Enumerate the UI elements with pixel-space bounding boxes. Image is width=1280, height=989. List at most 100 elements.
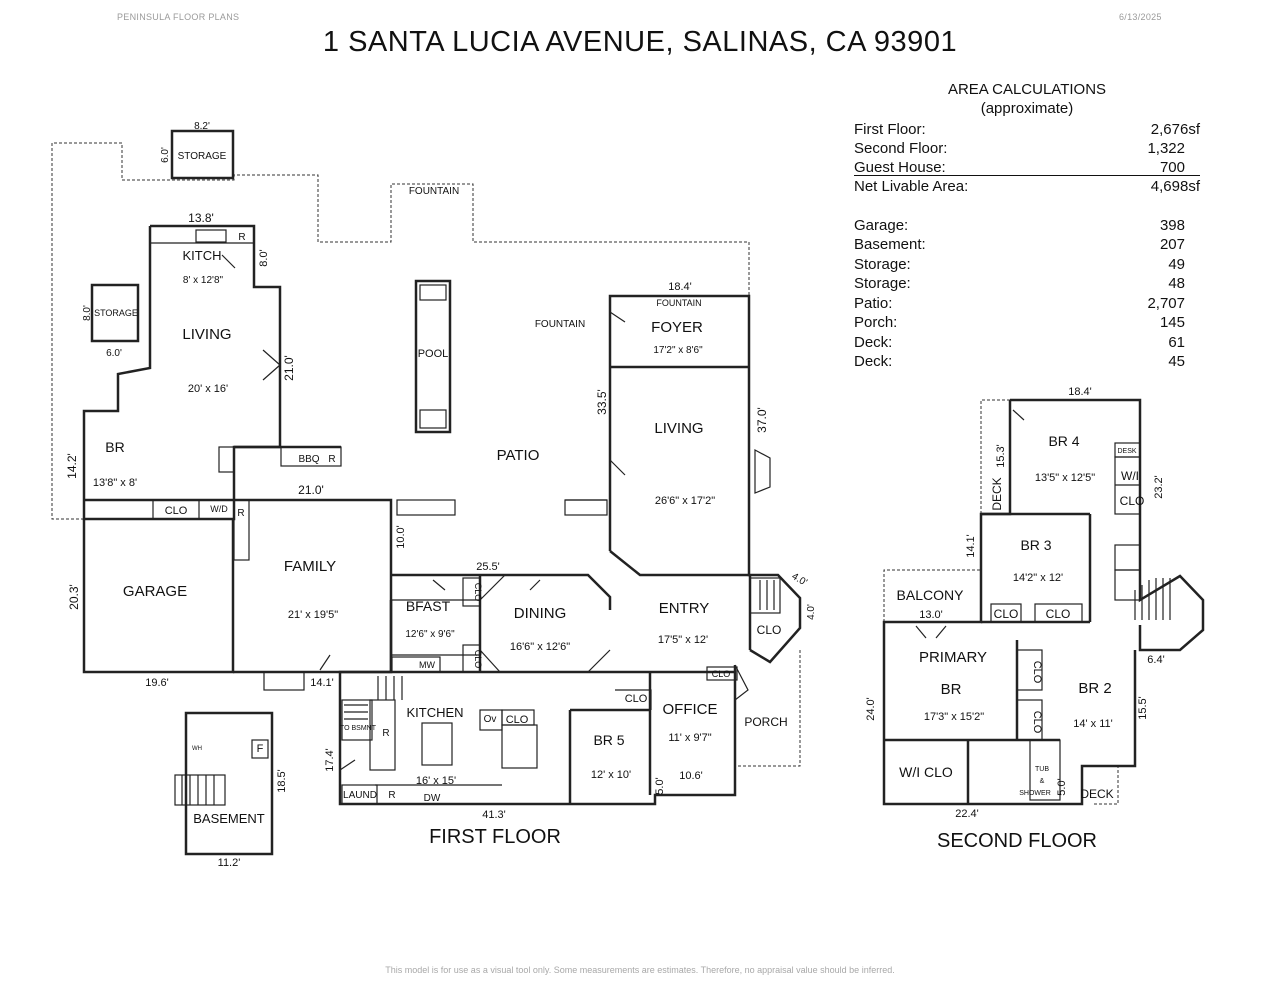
area-row-value: 207 bbox=[1159, 236, 1185, 253]
area-row-label: Second Floor: bbox=[854, 140, 948, 157]
area-row: Basement:207 bbox=[854, 235, 1200, 254]
office-label: OFFICE bbox=[663, 701, 718, 718]
dim-label: 41.3' bbox=[482, 809, 506, 821]
dim-label: 13.8' bbox=[188, 211, 214, 225]
dim-label: 37.0' bbox=[755, 407, 769, 433]
br2-dims: 14' x 11' bbox=[1073, 718, 1112, 730]
to-bsmnt-label: TO BSMNT bbox=[340, 725, 377, 732]
br3-clo2-label: CLO bbox=[1046, 607, 1071, 621]
br3-label: BR 3 bbox=[1020, 537, 1051, 553]
laund-label: LAUND bbox=[343, 790, 377, 801]
dining-label: DINING bbox=[514, 605, 567, 622]
area-row: Garage: 398 bbox=[854, 216, 1200, 235]
area-row: Second Floor:1,322 bbox=[854, 139, 1200, 158]
room-labels: STORAGE STORAGE FOUNTAIN FOUNTAIN FOUNTA… bbox=[93, 151, 1144, 852]
dim-label: 4.0' bbox=[790, 571, 809, 588]
primary-clo-label: CLO bbox=[1031, 661, 1043, 684]
dim-label: 14.1' bbox=[310, 677, 334, 689]
disclaimer-text: This model is for use as a visual tool o… bbox=[385, 965, 895, 975]
first-floor-label: FIRST FLOOR bbox=[429, 826, 561, 848]
fountain-top-label: FOUNTAIN bbox=[409, 186, 459, 197]
br5-dims: 12' x 10' bbox=[591, 769, 631, 781]
dim-label: 10.6' bbox=[679, 770, 703, 782]
area-row-label: Deck: bbox=[854, 353, 893, 370]
area-row: Storage:48 bbox=[854, 274, 1200, 293]
kitchen-dims: 16' x 15' bbox=[416, 775, 456, 787]
dim-label: 8.0' bbox=[258, 249, 270, 266]
guest-clo-label: CLO bbox=[165, 505, 188, 517]
dim-label: 21.0' bbox=[282, 355, 296, 381]
kitch-dims: 8' x 12'8" bbox=[183, 275, 224, 286]
living-dims: 26'6" x 17'2" bbox=[655, 495, 715, 507]
guest-living-label: LIVING bbox=[182, 326, 231, 343]
dim-label: 11.2' bbox=[218, 857, 241, 869]
area-row-label: Net Livable Area: bbox=[854, 178, 969, 195]
date-label: 6/13/2025 bbox=[1119, 12, 1162, 22]
first-floor-walls bbox=[82, 129, 802, 856]
dining-dims: 16'6" x 12'6" bbox=[510, 641, 570, 653]
area-row-label: Patio: bbox=[854, 295, 893, 312]
second-floor-interior bbox=[990, 442, 1171, 801]
mw-label: MW bbox=[419, 660, 435, 670]
total-rule bbox=[854, 175, 1200, 176]
wi-clo-label: W/I CLO bbox=[899, 764, 953, 780]
storage-left-label: STORAGE bbox=[94, 308, 138, 318]
area-row: Net Livable Area:4,698sf bbox=[854, 177, 1200, 196]
area-row-value: 61 bbox=[1168, 334, 1185, 351]
entry-label: ENTRY bbox=[659, 600, 710, 617]
water-heater-label: WH bbox=[192, 746, 202, 752]
dim-label: 6.0' bbox=[106, 348, 122, 359]
area-row-value: 398 bbox=[1159, 217, 1185, 234]
tub-amp-label: & bbox=[1040, 778, 1045, 785]
dim-label: 18.4' bbox=[668, 281, 692, 293]
br-guest-dims: 13'8" x 8' bbox=[93, 477, 137, 489]
area-row: Deck:61 bbox=[854, 333, 1200, 352]
area-row-value: 2,676sf bbox=[1150, 121, 1200, 138]
office-dims: 11' x 9'7" bbox=[668, 732, 711, 744]
office-clo2-label: CLO bbox=[712, 669, 731, 679]
area-calculations-heading: AREA CALCULATIONS bbox=[947, 81, 1107, 98]
primary-clo2-label: CLO bbox=[1031, 711, 1043, 734]
dim-label: 17.4' bbox=[324, 748, 336, 772]
dim-label: 21.0' bbox=[298, 483, 324, 497]
dim-label: 6.4' bbox=[1147, 654, 1164, 666]
dim-label: 18.5' bbox=[276, 769, 288, 793]
bfast-dims: 12'6" x 9'6" bbox=[405, 629, 455, 640]
guest-living-dims: 20' x 16' bbox=[188, 383, 228, 395]
dim-label: 4.0' bbox=[806, 604, 817, 620]
dim-label: 5.0' bbox=[1056, 778, 1068, 795]
area-row-value: 700 bbox=[1159, 159, 1185, 176]
patio-label: PATIO bbox=[497, 447, 540, 464]
dimension-labels: 8.2' 6.0' 13.8' 8.0' 8.0' 6.0' 21.0' 14.… bbox=[65, 121, 1165, 869]
bbq-r-label: R bbox=[328, 454, 335, 465]
fountain-mid-label: FOUNTAIN bbox=[535, 319, 585, 330]
balcony-label: BALCONY bbox=[897, 587, 965, 603]
kitchen-label: KITCHEN bbox=[406, 705, 463, 720]
family-dims: 21' x 19'5" bbox=[288, 609, 338, 621]
area-row-value: 145 bbox=[1159, 314, 1185, 331]
area-calculations-subheading: (approximate) bbox=[980, 100, 1074, 117]
area-row-value: 49 bbox=[1168, 256, 1185, 273]
br2-label: BR 2 bbox=[1078, 680, 1111, 697]
area-row-label: Storage: bbox=[854, 275, 911, 292]
area-row: Patio: 2,707 bbox=[854, 294, 1200, 313]
kitchen-clo-label: CLO bbox=[506, 714, 529, 726]
area-row-value: 45 bbox=[1168, 353, 1185, 370]
kitchen-r-label: R bbox=[382, 728, 389, 739]
dim-label: 5.0' bbox=[654, 777, 666, 794]
second-floor-label: SECOND FLOOR bbox=[937, 830, 1097, 852]
dim-label: 6.0' bbox=[160, 147, 171, 163]
br4-dims: 13'5" x 12'5" bbox=[1035, 472, 1095, 484]
area-row-value: 2,707 bbox=[1147, 295, 1185, 312]
area-row: Porch:145 bbox=[854, 313, 1200, 332]
bfast-clo-label: CLO bbox=[473, 583, 483, 602]
primary-dims: 17'3" x 15'2" bbox=[924, 711, 984, 723]
br4-clo-label: CLO bbox=[1120, 494, 1145, 508]
area-row: Storage:49 bbox=[854, 255, 1200, 274]
deck-upper-label: DECK bbox=[990, 477, 1004, 510]
dim-label: 15.3' bbox=[995, 444, 1007, 468]
area-row-label: Garage: bbox=[854, 217, 909, 234]
dim-label: 20.3' bbox=[67, 584, 81, 610]
br5-label: BR 5 bbox=[593, 732, 624, 748]
storage-top-label: STORAGE bbox=[178, 151, 227, 162]
